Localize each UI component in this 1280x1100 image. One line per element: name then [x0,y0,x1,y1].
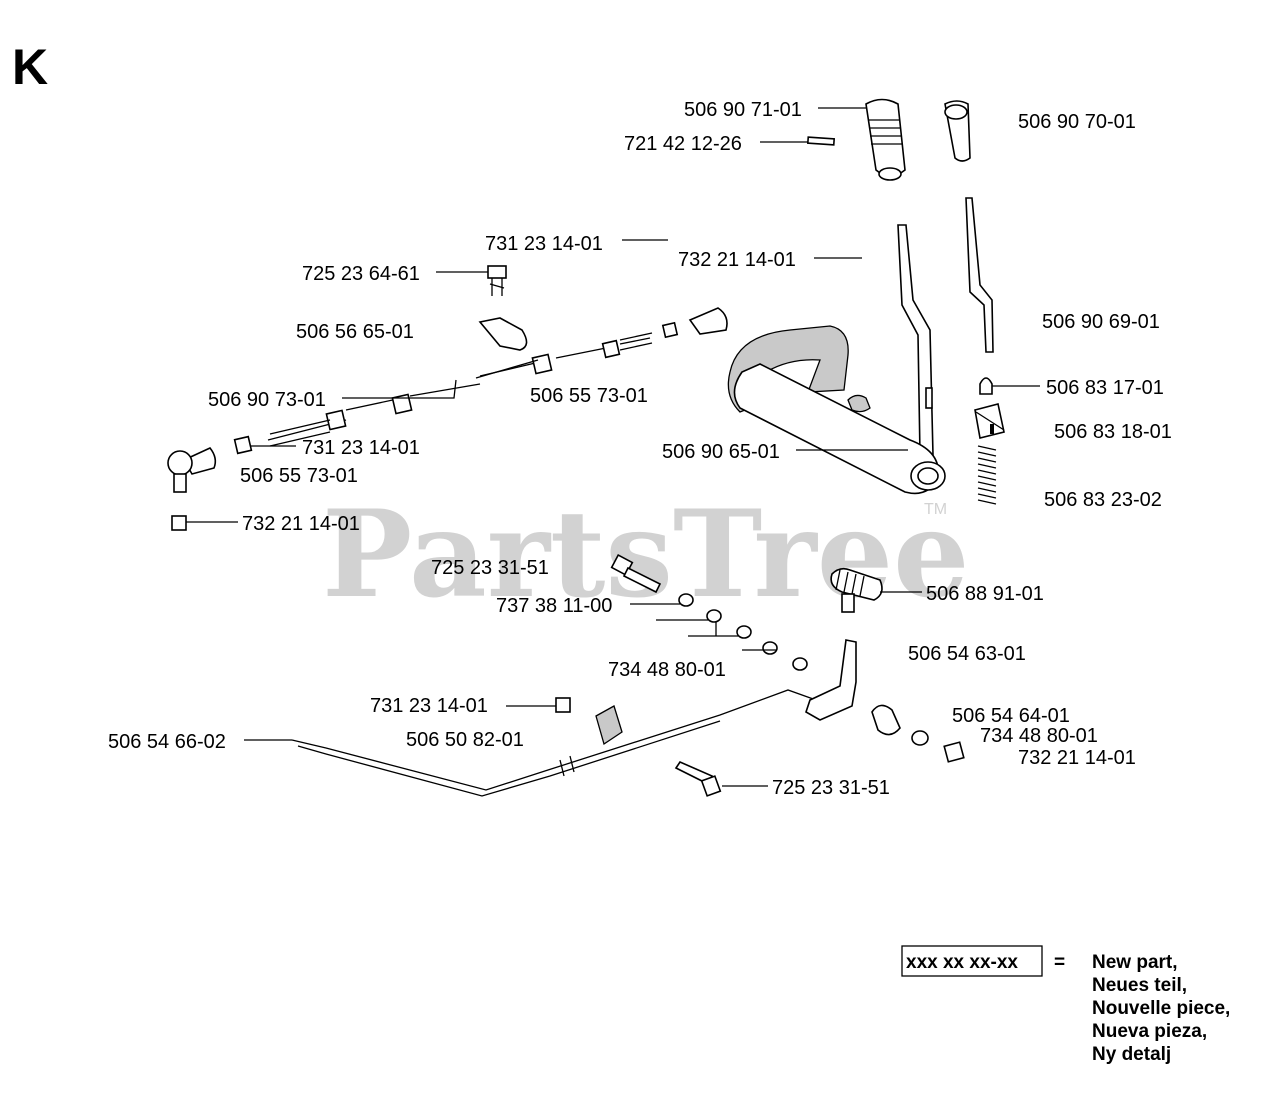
legend-line-2: Neues teil, [1092,975,1187,996]
legend-box-text: xxx xx xx-xx [906,952,1018,973]
lever-slot [925,387,933,409]
callout-rod-right: 506 90 69-01 [1042,311,1160,333]
callout-nut-left: 731 23 14-01 [302,437,420,459]
callout-washer-b: 734 48 80-01 [608,659,726,681]
plate-notch [990,424,994,434]
spring-pin [806,136,836,146]
callout-labels: 506 90 71-01 721 42 12-26 506 90 70-01 7… [108,99,1172,799]
watermark-trademark: TM [924,501,947,518]
legend-line-4: Nueva pieza, [1092,1021,1207,1042]
watermark: PartsTree [322,484,969,625]
callout-clamp: 506 56 65-01 [296,321,414,343]
control-knob [830,567,883,613]
callout-nut-lower: 731 23 14-01 [370,695,488,717]
swivel-left [167,435,253,531]
clamp-upper [478,265,528,351]
callout-arm: 506 54 63-01 [908,643,1026,665]
section-letter: K [12,39,48,95]
callout-nut-top: 731 23 14-01 [485,233,603,255]
callout-swivel-b: 506 55 73-01 [240,465,358,487]
legend-box [901,945,1043,977]
washers [678,593,808,671]
callout-nut-ball: 732 21 14-01 [242,513,360,535]
callout-ball: 506 83 17-01 [1046,377,1164,399]
callout-control-knob: 506 88 91-01 [926,583,1044,605]
legend-line-1: New part, [1092,952,1178,973]
callout-knob-right: 506 90 70-01 [1018,111,1136,133]
bolt-upper [610,553,662,594]
lever-rod-left [897,224,934,456]
detent-ball [979,377,993,395]
callout-swivel-a: 506 55 73-01 [530,385,648,407]
callout-spring: 506 83 23-02 [1044,489,1162,511]
callout-nut-c: 732 21 14-01 [1018,747,1136,769]
legend-line-5: Ny detalj [1092,1044,1171,1065]
lever-knob-right [944,100,971,162]
cable-lower [291,689,817,797]
bushing-assembly [871,704,965,763]
spring [977,445,997,505]
callout-bracket: 506 90 65-01 [662,441,780,463]
callout-cable-bracket: 506 50 82-01 [406,729,524,751]
bolt-lower [674,760,722,797]
lever-rod-right [965,197,994,353]
callout-nut-top-b: 732 21 14-01 [678,249,796,271]
callout-washer-c: 734 48 80-01 [980,725,1098,747]
callout-plate: 506 83 18-01 [1054,421,1172,443]
callout-bolt-lower: 725 23 31-51 [772,777,890,799]
callout-bolt-clamp: 725 23 64-61 [302,263,420,285]
callout-bolt-upper: 725 23 31-51 [431,557,549,579]
cable-upper [267,332,653,447]
leader-lines [186,107,1040,787]
legend: xxx xx xx-xx = New part, Neues teil, Nou… [901,945,1230,1065]
control-arm [805,639,857,721]
lever-knob-left [865,98,906,181]
callout-knob: 506 90 71-01 [684,99,802,121]
callout-pin: 721 42 12-26 [624,133,742,155]
callout-bushing: 506 54 64-01 [952,705,1070,727]
nut-lower [555,697,571,713]
swivel-right [661,307,728,339]
legend-line-3: Nouvelle piece, [1092,998,1230,1019]
callout-washer: 737 38 11-00 [496,595,612,617]
lever-bracket [727,325,946,495]
cable-bracket [595,705,623,746]
callout-cable-lower: 506 54 66-02 [108,731,226,753]
legend-equals: = [1054,952,1065,973]
callout-cable-upper: 506 90 73-01 [208,389,326,411]
parts-drawing [167,98,1005,797]
